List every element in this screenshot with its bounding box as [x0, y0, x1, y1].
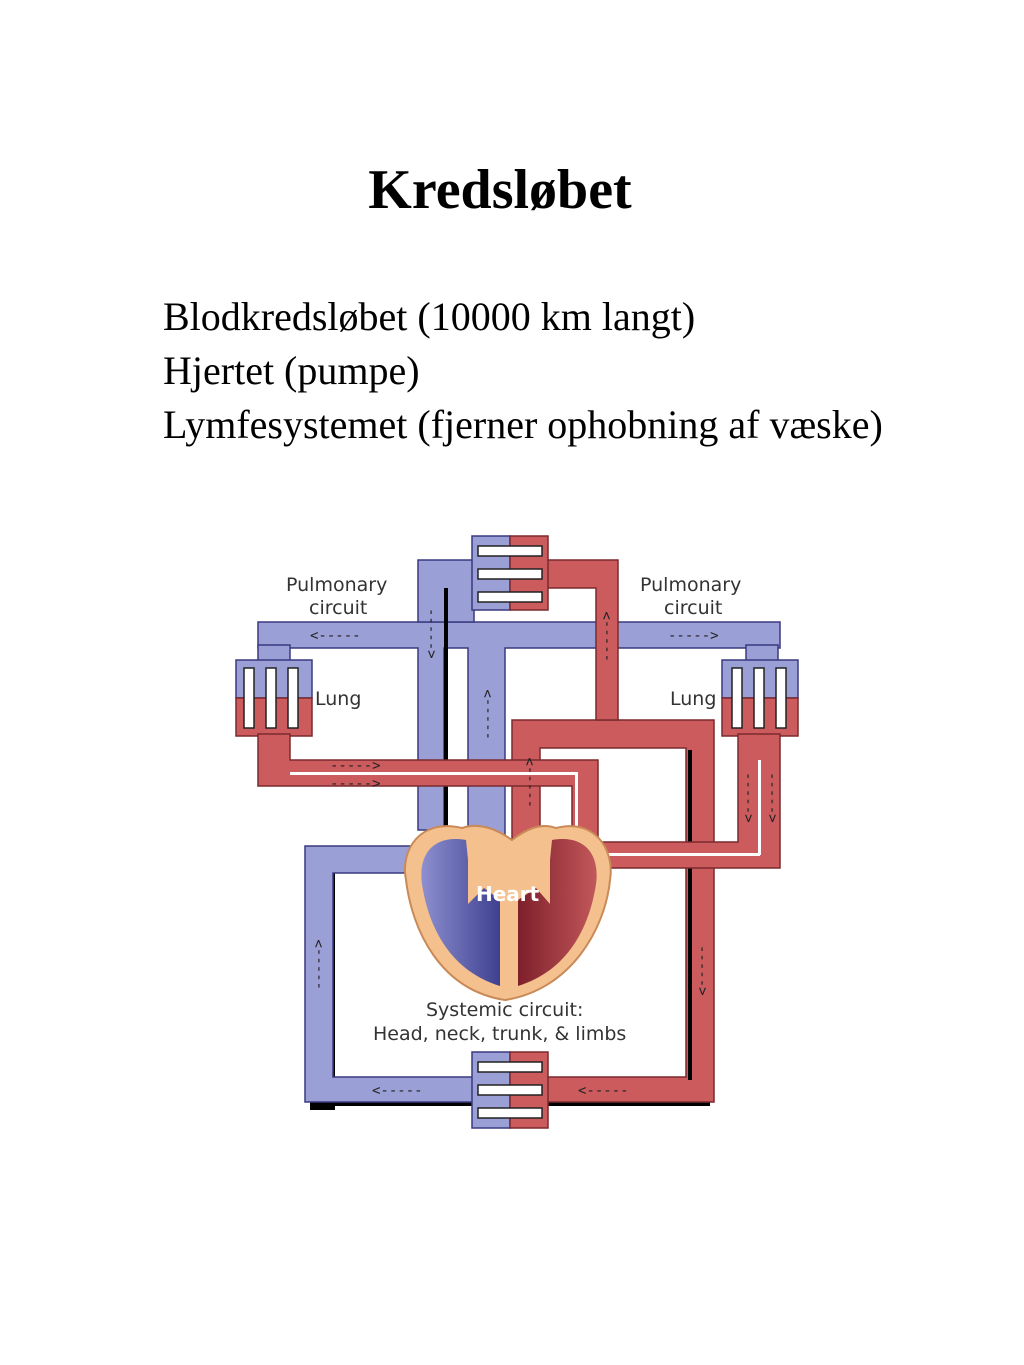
arrow-top-right-up: -----> [599, 611, 615, 662]
systemic-loop: <----- <----- -----> -----> [304, 719, 715, 1129]
label-pulmonary-right-2: circuit [664, 597, 722, 619]
arrow-center-up: -----> [480, 689, 496, 740]
label-lung-left: Lung [315, 688, 361, 710]
slide-title: Kredsløbet [368, 159, 632, 221]
label-pulmonary-right-1: Pulmonary [640, 574, 741, 596]
heart-left-chamber [421, 839, 500, 986]
pulmonary-artery [257, 621, 781, 841]
label-pulmonary-left-2: circuit [309, 597, 367, 619]
bullet-list: Blodkredsløbet (10000 km langt) Hjertet … [163, 290, 883, 452]
arrow-right-lung-down-1: -----> [740, 772, 756, 823]
arrow-top-left-down: -----> [423, 608, 439, 659]
arrow-left-return-down: -----> [522, 757, 538, 808]
arrow-systemic-right-down: -----> [694, 945, 710, 996]
top-capillary-bed [471, 535, 549, 611]
label-systemic-2: Head, neck, trunk, & limbs [373, 1023, 626, 1045]
label-lung-right: Lung [670, 688, 716, 710]
bullet-blood-circulation: Blodkredsløbet (10000 km langt) [163, 294, 696, 339]
left-lung [235, 644, 599, 851]
arrow-left-lung-return-1: -----> [330, 758, 381, 774]
systemic-capillary-bed [471, 1051, 549, 1129]
heart-label: Heart [476, 882, 540, 906]
heart: Heart [404, 824, 612, 1002]
bullet-heart: Hjertet (pumpe) [163, 348, 420, 393]
arrow-left-lung-return-2: -----> [330, 776, 381, 792]
right-lung [599, 644, 799, 869]
bullet-lymph-system: Lymfesystemet (fjerner ophobning af væsk… [163, 402, 883, 447]
arrow-right-lung-down-2: -----> [764, 772, 780, 823]
arrow-systemic-left-up: -----> [311, 939, 327, 990]
arrow-systemic-bottom-right: <----- [578, 1083, 629, 1099]
heart-right-chamber [518, 839, 597, 986]
pulmonary-circuit: -----> -----> -----> <----- -----> -----… [235, 535, 799, 869]
label-systemic-1: Systemic circuit: [426, 999, 583, 1021]
arrow-pulmonary-left: <----- [310, 628, 361, 644]
arrow-pulmonary-right: -----> [668, 628, 719, 644]
label-pulmonary-left-1: Pulmonary [286, 574, 387, 596]
arrow-systemic-bottom-left: <----- [372, 1083, 423, 1099]
